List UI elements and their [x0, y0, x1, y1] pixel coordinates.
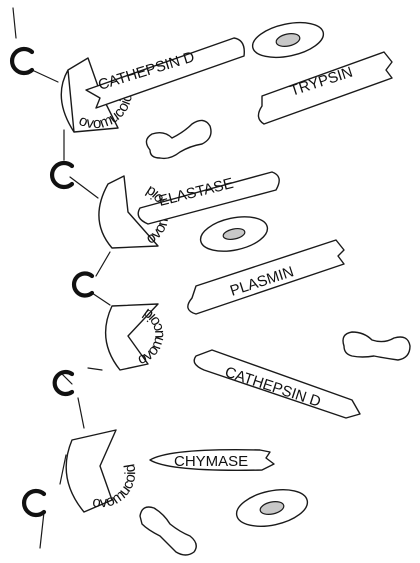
- hook-5: [24, 491, 44, 515]
- enzyme-chymase: CHYMASE: [150, 450, 274, 471]
- oval-cell-top: [249, 17, 326, 63]
- dumbbell-particle-bottom: [140, 507, 196, 555]
- enzyme-cathepsin-d-top: CATHEPSIN D: [86, 38, 244, 108]
- ovomucoid-domain-3: ovomucoid: [106, 304, 168, 370]
- enzyme-elastase: ELASTASE: [138, 172, 279, 224]
- enzyme-label-chymase: CHYMASE: [174, 453, 248, 470]
- ovomucoid-domain-4: ovomucoid: [66, 430, 139, 512]
- hook-3: [74, 273, 92, 295]
- enzyme-cathepsin-d-bottom: CATHEPSIN D: [194, 350, 360, 418]
- hook-1: [12, 49, 32, 73]
- enzyme-trypsin: TRYPSIN: [258, 52, 392, 124]
- hook-2: [52, 163, 72, 187]
- oval-cell-middle: [197, 211, 270, 256]
- dumbbell-particle-right: [343, 332, 410, 360]
- enzyme-plasmin: PLASMIN: [188, 240, 344, 314]
- oval-cell-bottom: [233, 484, 310, 532]
- dumbbell-particle-top: [146, 120, 211, 158]
